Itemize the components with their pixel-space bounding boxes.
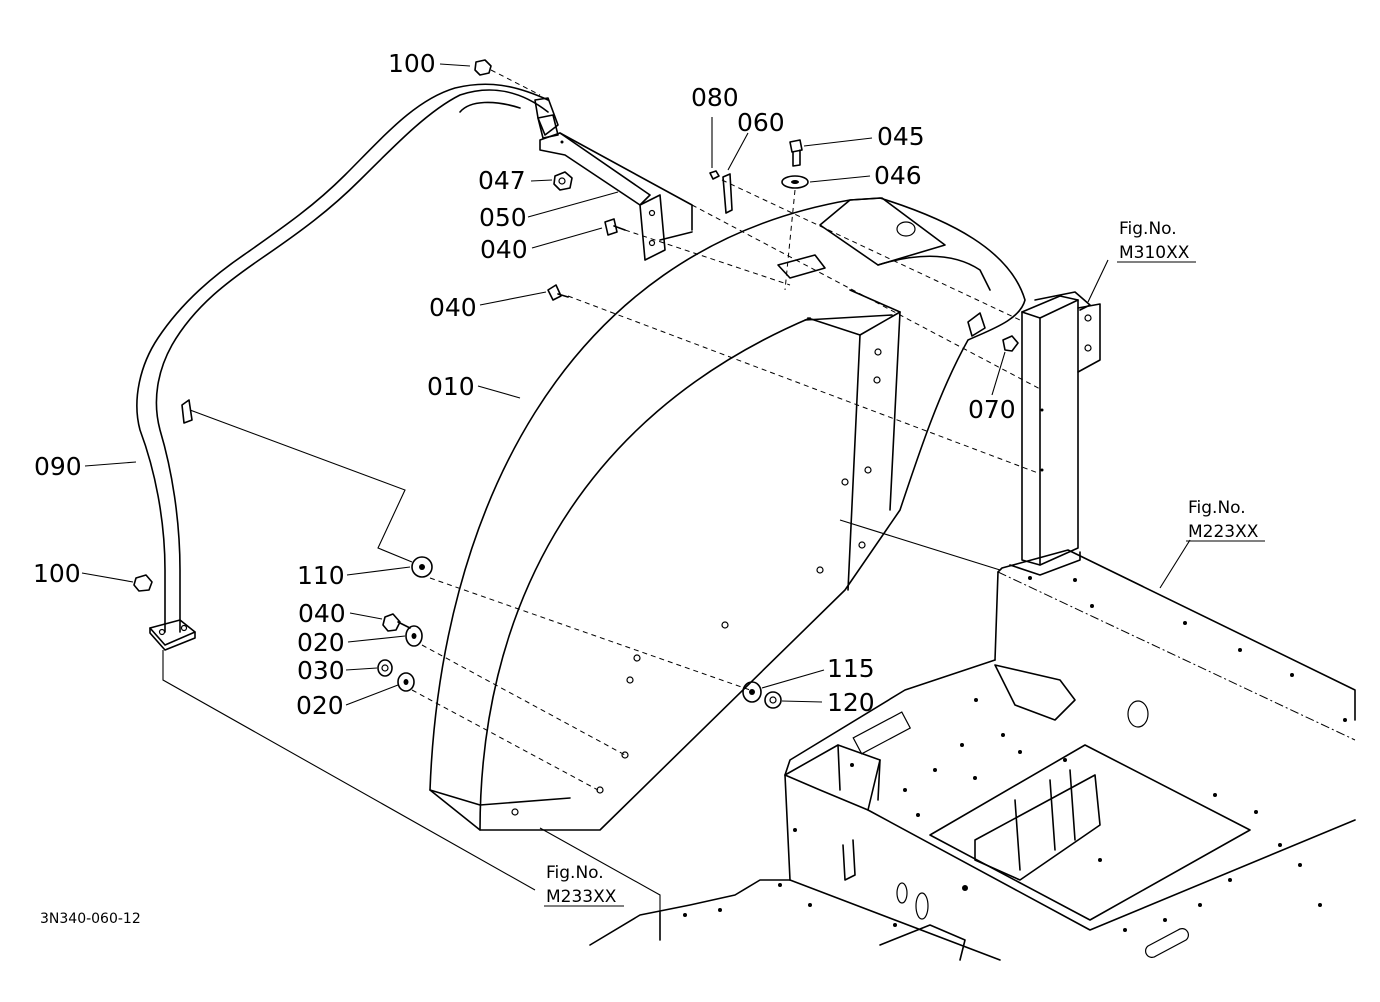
leader-lines <box>81 63 1191 706</box>
callout-080: 080 <box>691 83 739 112</box>
fender <box>429 197 1026 831</box>
callout-020-upper: 020 <box>297 628 345 657</box>
assembly-lines <box>162 69 1043 912</box>
fig-ref-label-bottom: Fig.No. <box>546 863 604 883</box>
callout-010: 010 <box>427 372 475 401</box>
callout-040-middle: 040 <box>429 293 477 322</box>
callout-047: 047 <box>478 166 526 195</box>
hardware <box>133 59 1019 709</box>
rops-post <box>1009 291 1101 576</box>
callout-100-bottom: 100 <box>33 559 81 588</box>
fig-ref-top-right: M310XX <box>1119 243 1190 263</box>
callout-020-lower: 020 <box>296 691 344 720</box>
handrail <box>136 83 559 651</box>
callout-110: 110 <box>297 561 345 590</box>
fig-ref-bottom: M233XX <box>546 887 617 907</box>
callout-115: 115 <box>827 654 875 683</box>
bracket <box>539 132 693 261</box>
callout-040-lower: 040 <box>298 599 346 628</box>
callout-050: 050 <box>479 203 527 232</box>
callout-040-upper: 040 <box>480 235 528 264</box>
callout-060: 060 <box>737 108 785 137</box>
fig-ref-label-top-right: Fig.No. <box>1119 219 1177 239</box>
callout-045: 045 <box>877 122 925 151</box>
callout-090: 090 <box>34 452 82 481</box>
base-frame <box>589 549 1356 961</box>
callout-120: 120 <box>827 688 875 717</box>
callout-070: 070 <box>968 395 1016 424</box>
callout-030: 030 <box>297 656 345 685</box>
callout-labels: 100 080 060 045 046 047 050 040 040 010 … <box>33 49 1016 720</box>
figure-references: Fig.No. M310XX Fig.No. M223XX Fig.No. M2… <box>544 219 1265 907</box>
diagram-code: 3N340-060-12 <box>40 911 141 927</box>
callout-100-top: 100 <box>388 49 436 78</box>
callout-046: 046 <box>874 161 922 190</box>
fig-ref-mid-right: M223XX <box>1188 522 1259 542</box>
fig-ref-label-mid-right: Fig.No. <box>1188 498 1246 518</box>
